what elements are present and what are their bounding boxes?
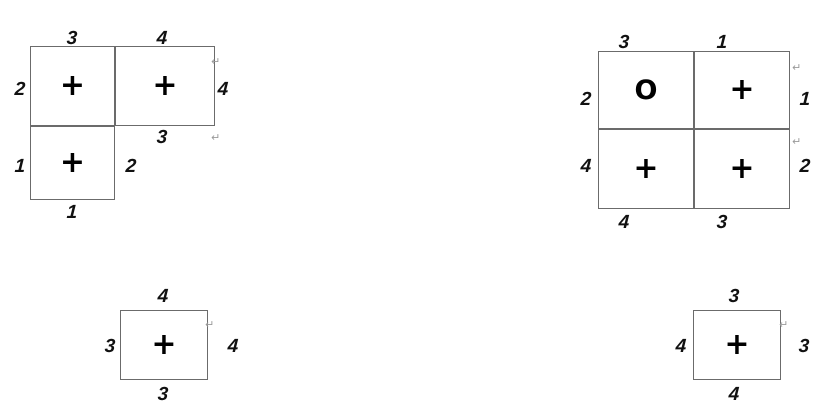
label-left-1: 4 — [580, 156, 592, 177]
circle-icon: O — [634, 74, 658, 106]
plus-icon: + — [724, 327, 750, 362]
figure-single-left: 4 3 4 3 + ↵ — [100, 275, 270, 418]
figure-square-grid: 3 1 2 4 1 2 4 3 O + + + ↵ ↵ — [560, 0, 818, 240]
label-bottom-1: 3 — [716, 212, 728, 233]
label-bottom-0: 3 — [157, 384, 169, 405]
return-mark-icon: ↵ — [792, 61, 802, 74]
label-left-0: 2 — [580, 89, 592, 110]
label-right-0: 3 — [798, 336, 810, 357]
plus-icon: + — [59, 68, 86, 103]
label-bottom-0: 4 — [618, 212, 630, 233]
plus-icon: + — [152, 68, 178, 103]
grid-cell-r0c1[interactable]: + — [694, 51, 790, 129]
label-left-0: 4 — [675, 336, 687, 357]
figure-single-right: 3 4 3 4 + ↵ — [655, 275, 818, 418]
label-left-0: 3 — [104, 336, 116, 357]
label-top-0: 3 — [728, 286, 740, 307]
return-mark-icon: ↵ — [211, 55, 221, 68]
label-bottom-1: 1 — [66, 202, 78, 223]
label-right-1: 2 — [125, 156, 137, 177]
grid-cell-r1c0[interactable]: + — [30, 126, 115, 200]
label-left-0: 2 — [14, 79, 26, 100]
label-bottom-0: 4 — [728, 384, 740, 405]
plus-icon: + — [729, 72, 755, 107]
label-left-1: 1 — [14, 156, 26, 177]
label-right-0: 4 — [217, 79, 229, 100]
return-mark-icon: ↵ — [792, 135, 802, 148]
label-right-1: 2 — [799, 156, 811, 177]
label-right-0: 1 — [799, 89, 811, 110]
label-top-1: 1 — [716, 32, 728, 53]
label-top-0: 4 — [157, 286, 169, 307]
plus-icon: + — [59, 145, 86, 180]
plus-icon: + — [633, 151, 659, 186]
grid-cell-r1c1[interactable]: + — [694, 129, 790, 209]
grid-cell-r0c0[interactable]: + — [120, 310, 208, 380]
grid-cell-r0c0[interactable]: + — [30, 46, 115, 126]
grid-cell-r0c0[interactable]: + — [693, 310, 781, 380]
grid-cell-r0c1[interactable]: + — [115, 46, 215, 126]
plus-icon: + — [729, 151, 755, 186]
grid-cell-r0c0[interactable]: O — [598, 51, 694, 129]
return-mark-icon: ↵ — [211, 131, 221, 144]
figure-l-shape: 3 4 2 1 4 2 3 1 + + + ↵ ↵ — [0, 0, 250, 230]
label-right-0: 4 — [227, 336, 239, 357]
label-top-0: 3 — [618, 32, 630, 53]
label-bottom-0: 3 — [156, 127, 168, 148]
grid-cell-r1c0[interactable]: + — [598, 129, 694, 209]
plus-icon: + — [151, 327, 177, 362]
return-mark-icon: ↵ — [205, 318, 215, 331]
return-mark-icon: ↵ — [779, 318, 789, 331]
